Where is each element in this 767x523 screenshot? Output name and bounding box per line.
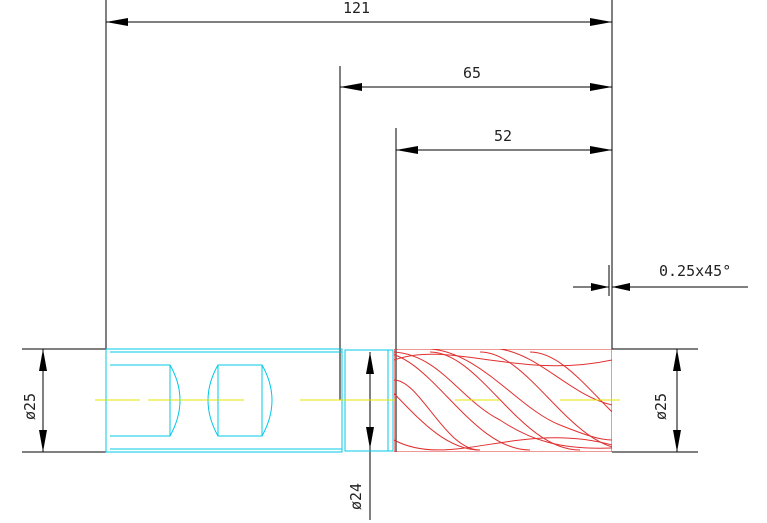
- dim-label-neck-dia: ø24: [347, 483, 365, 510]
- dim-label-right-dia: ø25: [652, 393, 670, 420]
- flute-helix-5: [394, 392, 481, 451]
- flute-helix-7: [394, 351, 612, 449]
- arrow-right-121: [590, 18, 612, 26]
- left-dia-arrow-top: [39, 349, 47, 371]
- arrow-left-65: [340, 83, 362, 91]
- arrow-right-65: [590, 83, 612, 91]
- tool-flutes: [394, 349, 612, 452]
- flute-helix-6: [394, 379, 481, 451]
- dim-label-65: 65: [463, 64, 481, 82]
- right-dia-arrow-bottom: [673, 430, 681, 452]
- right-dia-arrow-top: [673, 349, 681, 371]
- dimension-chamfer: 0.25x45°: [573, 262, 748, 349]
- chamfer-arrow-left: [591, 283, 609, 291]
- left-dia-arrow-bottom: [39, 430, 47, 452]
- neck-arrow-top: [366, 352, 374, 374]
- dimension-neck-diameter: ø24: [347, 352, 374, 520]
- neck-arrow-bottom: [366, 427, 374, 449]
- flute-helix-4: [529, 351, 612, 413]
- flute-back-2: [394, 437, 612, 451]
- flute-helix-3: [479, 351, 612, 448]
- dim-label-52: 52: [494, 127, 512, 145]
- arrow-right-52: [590, 146, 612, 154]
- flute-helix-9: [499, 349, 612, 406]
- arrow-left-121: [106, 18, 128, 26]
- dimension-right-diameter: ø25: [612, 348, 698, 453]
- dimension-shank-to-tip: 65: [339, 64, 612, 400]
- dimension-left-diameter: ø25: [21, 348, 106, 453]
- dim-label-121: 121: [343, 0, 370, 17]
- dimension-overall-length: 121: [105, 0, 613, 452]
- flute-helix-2: [429, 351, 581, 451]
- flute-back-1: [394, 353, 612, 367]
- dimension-flute-length: 52: [395, 127, 612, 452]
- chamfer-arrow-right: [612, 283, 630, 291]
- dim-label-left-dia: ø25: [21, 393, 39, 420]
- flute-helix-1: [394, 354, 531, 451]
- flute-helix-8: [429, 349, 612, 441]
- arrow-left-52: [396, 146, 418, 154]
- dim-label-chamfer: 0.25x45°: [659, 262, 731, 280]
